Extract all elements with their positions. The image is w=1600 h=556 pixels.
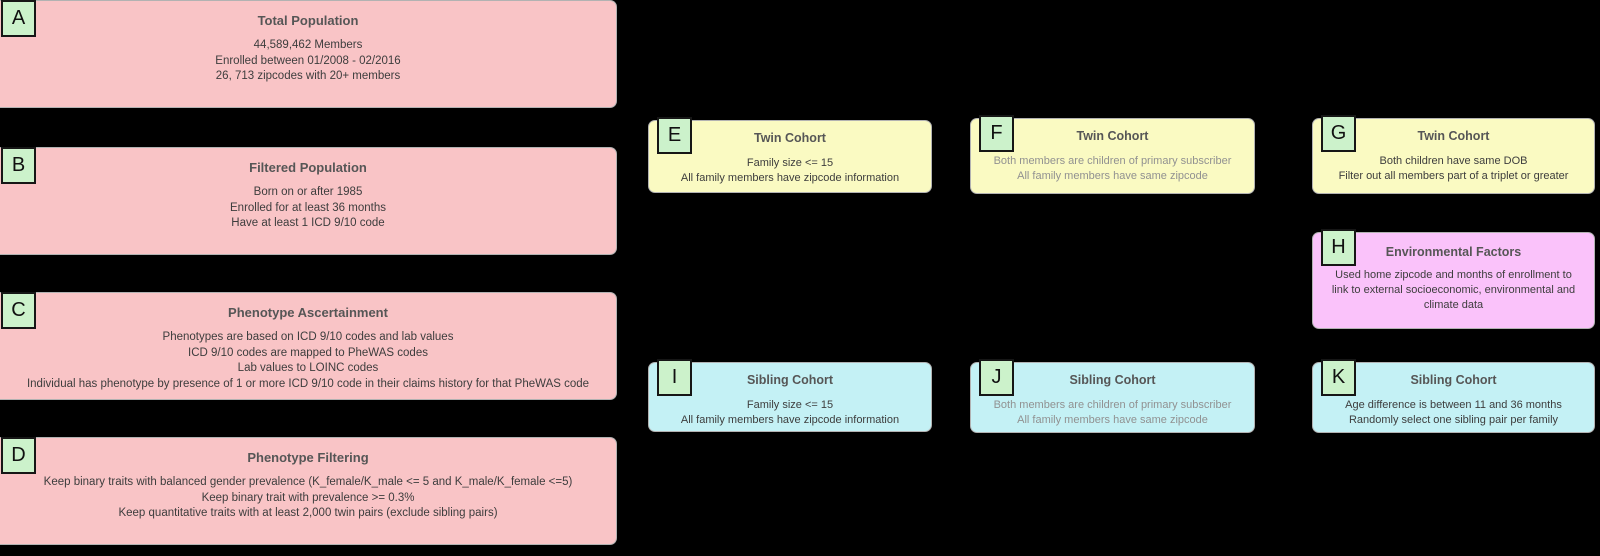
body-line: Keep binary trait with prevalence >= 0.3… bbox=[201, 491, 415, 504]
node-sibling-cohort-3: K Sibling Cohort Age difference is betwe… bbox=[1312, 359, 1595, 433]
node-label-badge: C bbox=[1, 292, 36, 329]
node-total-population: A Total Population 44,589,462 Members En… bbox=[0, 0, 617, 108]
node-label-badge: E bbox=[657, 117, 692, 154]
node-label-badge: G bbox=[1321, 115, 1356, 152]
body-line: Both members are children of primary sub… bbox=[993, 155, 1232, 167]
node-label-badge: J bbox=[979, 359, 1014, 396]
node-title: Twin Cohort bbox=[1076, 129, 1149, 143]
body-line: Randomly select one sibling pair per fam… bbox=[1348, 414, 1559, 426]
node-body: Family size <= 15 All family members hav… bbox=[649, 156, 931, 186]
node-label-badge: D bbox=[1, 437, 36, 474]
node-label-badge: A bbox=[1, 0, 36, 37]
body-line: Enrolled between 01/2008 - 02/2016 bbox=[215, 54, 401, 67]
body-line: Family size <= 15 bbox=[746, 157, 834, 169]
body-line: Individual has phenotype by presence of … bbox=[26, 377, 590, 390]
node-title: Twin Cohort bbox=[754, 131, 826, 145]
node-title: Environmental Factors bbox=[1385, 245, 1522, 259]
node-label-badge: F bbox=[979, 115, 1014, 152]
body-line: All family members have zipcode informat… bbox=[680, 414, 900, 426]
body-line: 26, 713 zipcodes with 20+ members bbox=[215, 70, 401, 82]
node-body: Age difference is between 11 and 36 mont… bbox=[1313, 398, 1594, 428]
node-body: Keep binary traits with balanced gender … bbox=[0, 475, 616, 522]
node-environmental-factors: H Environmental Factors Used home zipcod… bbox=[1312, 229, 1595, 329]
node-twin-cohort-1: E Twin Cohort Family size <= 15 All fami… bbox=[648, 117, 932, 193]
body-line: Both members are children of primary sub… bbox=[993, 399, 1232, 411]
node-body: Both members are children of primary sub… bbox=[971, 154, 1254, 184]
node-title: Phenotype Filtering bbox=[247, 450, 369, 465]
body-line: Keep quantitative traits with at least 2… bbox=[118, 507, 498, 519]
node-body: Both children have same DOB Filter out a… bbox=[1313, 154, 1594, 184]
node-title: Total Population bbox=[257, 13, 359, 28]
node-body: Phenotypes are based on ICD 9/10 codes a… bbox=[0, 330, 616, 392]
node-twin-cohort-3: G Twin Cohort Both children have same DO… bbox=[1312, 115, 1595, 194]
node-body: 44,589,462 Members Enrolled between 01/2… bbox=[0, 38, 616, 85]
body-line: Family size <= 15 bbox=[746, 399, 834, 411]
node-title: Sibling Cohort bbox=[1410, 373, 1497, 387]
body-line: ICD 9/10 codes are mapped to PheWAS code… bbox=[188, 346, 428, 359]
body-line: climate data bbox=[1423, 299, 1484, 311]
body-line: Both children have same DOB bbox=[1379, 155, 1528, 167]
body-line: Born on or after 1985 bbox=[253, 186, 363, 198]
node-filtered-population: B Filtered Population Born on or after 1… bbox=[0, 147, 617, 255]
node-label-badge: B bbox=[1, 147, 36, 184]
node-title: Phenotype Ascertainment bbox=[228, 305, 388, 320]
node-twin-cohort-2: F Twin Cohort Both members are children … bbox=[970, 115, 1255, 194]
node-label-badge: I bbox=[657, 359, 692, 396]
node-title: Filtered Population bbox=[249, 160, 367, 175]
body-line: All family members have same zipcode bbox=[1017, 170, 1208, 182]
body-line: Lab values to LOINC codes bbox=[237, 362, 379, 374]
body-line: Have at least 1 ICD 9/10 code bbox=[231, 217, 385, 229]
body-line: Filter out all members part of a triplet… bbox=[1338, 170, 1569, 182]
node-title: Sibling Cohort bbox=[1069, 373, 1156, 387]
body-line: 44,589,462 Members bbox=[253, 39, 363, 51]
body-line: Used home zipcode and months of enrollme… bbox=[1335, 269, 1572, 281]
node-body: Family size <= 15 All family members hav… bbox=[649, 398, 931, 428]
node-body: Both members are children of primary sub… bbox=[971, 398, 1254, 428]
node-label-badge: K bbox=[1321, 359, 1356, 396]
node-label-badge: H bbox=[1321, 229, 1356, 266]
body-line: Keep binary traits with balanced gender … bbox=[43, 476, 573, 488]
node-sibling-cohort-1: I Sibling Cohort Family size <= 15 All f… bbox=[648, 359, 932, 432]
node-title: Twin Cohort bbox=[1417, 129, 1490, 143]
node-title: Sibling Cohort bbox=[746, 373, 834, 387]
body-line: Phenotypes are based on ICD 9/10 codes a… bbox=[162, 331, 454, 343]
node-body: Born on or after 1985 Enrolled for at le… bbox=[0, 185, 616, 232]
node-body: Used home zipcode and months of enrollme… bbox=[1313, 268, 1594, 313]
body-line: link to external socioeconomic, environm… bbox=[1331, 284, 1576, 296]
body-line: Age difference is between 11 and 36 mont… bbox=[1345, 399, 1562, 411]
body-line: Enrolled for at least 36 months bbox=[230, 201, 386, 214]
node-phenotype-ascertainment: C Phenotype Ascertainment Phenotypes are… bbox=[0, 292, 617, 400]
node-sibling-cohort-2: J Sibling Cohort Both members are childr… bbox=[970, 359, 1255, 433]
body-line: All family members have same zipcode bbox=[1017, 414, 1208, 426]
node-phenotype-filtering: D Phenotype Filtering Keep binary traits… bbox=[0, 437, 617, 545]
body-line: All family members have zipcode informat… bbox=[680, 172, 900, 184]
